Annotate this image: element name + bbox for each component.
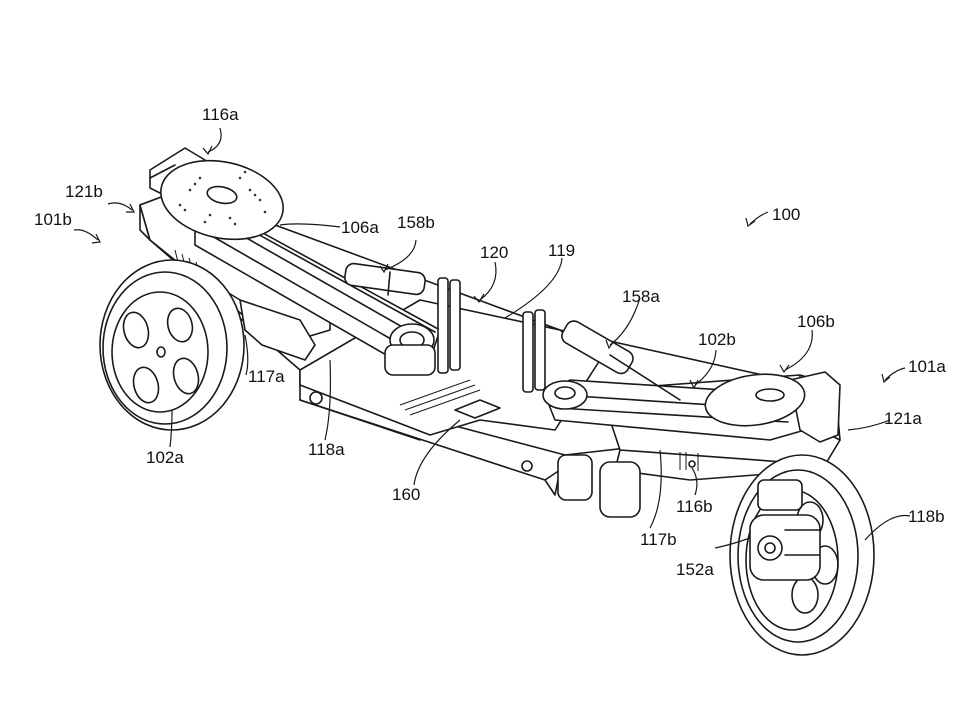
label-160: 160 — [392, 485, 420, 504]
label-106a: 102b — [698, 330, 736, 349]
label-118a: 117b — [640, 530, 677, 549]
label-116a: 106b — [797, 312, 835, 331]
label-101a: 101a — [908, 357, 946, 376]
label-117a: 116b — [676, 497, 713, 516]
front-wheel-102a — [729, 454, 875, 656]
label-106b: 106a — [341, 218, 379, 237]
swing-arm-106b — [149, 147, 461, 376]
label-158a: 158a — [622, 287, 660, 306]
label-117b: 117a — [248, 367, 285, 386]
label-121b: 121b — [65, 182, 103, 201]
label-121a: 121a — [884, 409, 922, 428]
label-120: 120 — [480, 243, 508, 262]
label-118b: 118a — [308, 440, 345, 459]
label-152a: 152a — [676, 560, 714, 579]
reference-labels: 116a 121b 101b 106a 158b 120 119 100 158… — [34, 105, 946, 579]
rear-wheel-102b — [99, 259, 245, 431]
label-116b: 116a — [202, 105, 239, 124]
label-101b: 101b — [34, 210, 72, 229]
leader-lines — [73, 127, 911, 549]
label-119: 119 — [548, 241, 575, 260]
label-102b: 102a — [146, 448, 184, 467]
swing-arm-106a — [522, 309, 841, 443]
label-102a: 118b — [908, 507, 945, 526]
label-158b: 158b — [397, 213, 435, 232]
label-100: 100 — [772, 205, 800, 224]
